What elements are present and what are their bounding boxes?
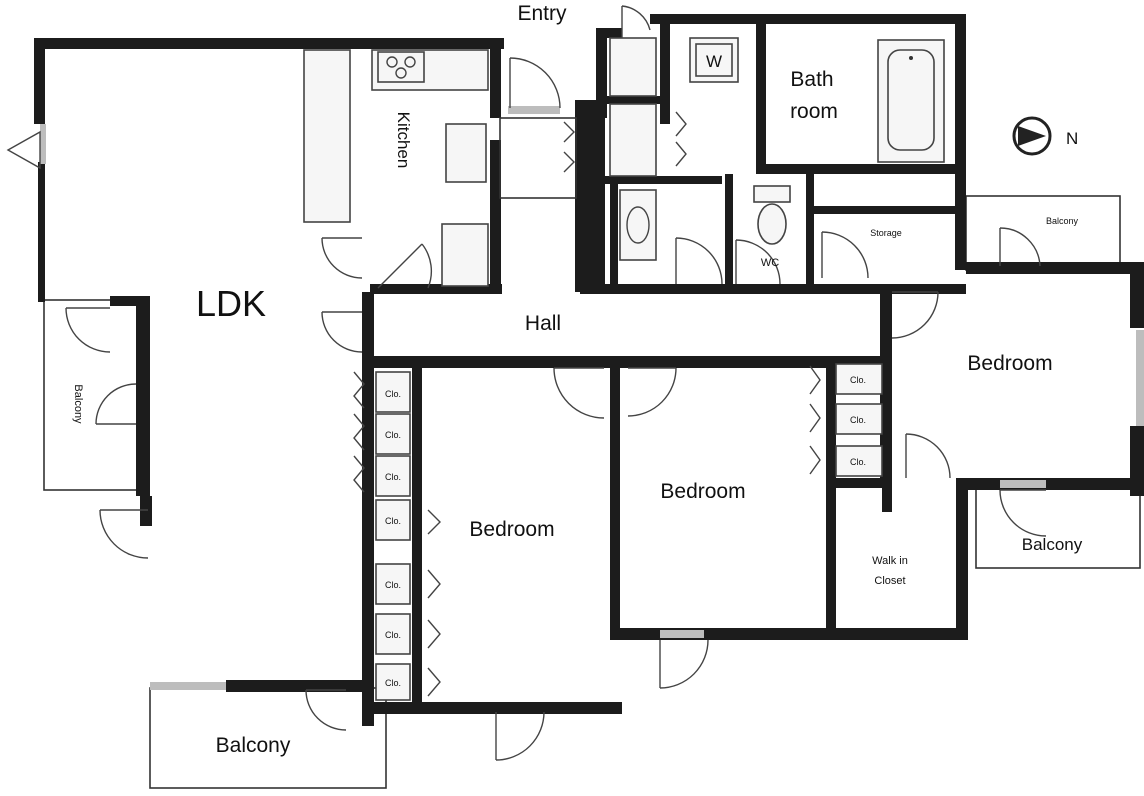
- storage-label: Storage: [870, 228, 902, 238]
- shoe-cabinet: [609, 37, 657, 97]
- bedroom-ne-label: Bedroom: [967, 352, 1052, 375]
- ldk-label: LDK: [196, 283, 266, 324]
- entry-label: Entry: [517, 2, 567, 25]
- north-label: N: [1066, 129, 1078, 148]
- closet-label: Clo.: [385, 430, 401, 440]
- closet-label: Clo.: [850, 375, 866, 385]
- closet-label: Clo.: [385, 472, 401, 482]
- balcony-top-right-label: Balcony: [1046, 216, 1079, 226]
- kitchen-label: Kitchen: [394, 112, 413, 169]
- closet-doors: [353, 111, 821, 697]
- fridge: [441, 223, 489, 287]
- bath-label-line1: Bath: [790, 68, 833, 91]
- toilet-icon: [753, 185, 791, 245]
- balcony-right-label: Balcony: [1022, 535, 1083, 554]
- balcony-top-right-outline: [965, 195, 1121, 271]
- stove-icon: [377, 51, 425, 83]
- wash-basin: [619, 189, 657, 261]
- closets-west: [375, 371, 411, 701]
- walls: [34, 14, 1144, 726]
- shoe-cabinet-lower: [609, 103, 657, 177]
- hall-label: Hall: [525, 312, 561, 335]
- bedroom-center-label: Bedroom: [660, 480, 745, 503]
- walk-in-label-line1: Walk in: [872, 555, 908, 567]
- entry-step: [499, 117, 577, 199]
- kitchen-counter-left: [303, 49, 351, 223]
- door-swings: [6, 5, 1047, 761]
- north-arrow-icon: [1012, 116, 1052, 156]
- closets-east: [835, 363, 883, 477]
- bedroom-west-label: Bedroom: [469, 518, 554, 541]
- bathtub-icon: [877, 39, 945, 163]
- closet-label: Clo.: [385, 580, 401, 590]
- balcony-left-label: Balcony: [72, 384, 84, 424]
- closet-label: Clo.: [850, 415, 866, 425]
- balcony-bottom-label: Balcony: [216, 734, 291, 757]
- washer-label: W: [706, 52, 722, 71]
- closet-label: Clo.: [385, 678, 401, 688]
- walk-in-label-line2: Closet: [874, 575, 905, 587]
- wc-label: WC: [761, 257, 779, 269]
- kitchen-sink: [445, 123, 487, 183]
- bath-label-line2: room: [790, 100, 838, 123]
- wash-basin-bowl: [626, 206, 650, 244]
- washer-icon: [689, 37, 739, 83]
- closet-label: Clo.: [385, 630, 401, 640]
- closet-label: Clo.: [850, 457, 866, 467]
- closet-label: Clo.: [385, 389, 401, 399]
- windows: [40, 106, 1144, 690]
- balcony-left-outline: [43, 299, 143, 491]
- closet-label: Clo.: [385, 516, 401, 526]
